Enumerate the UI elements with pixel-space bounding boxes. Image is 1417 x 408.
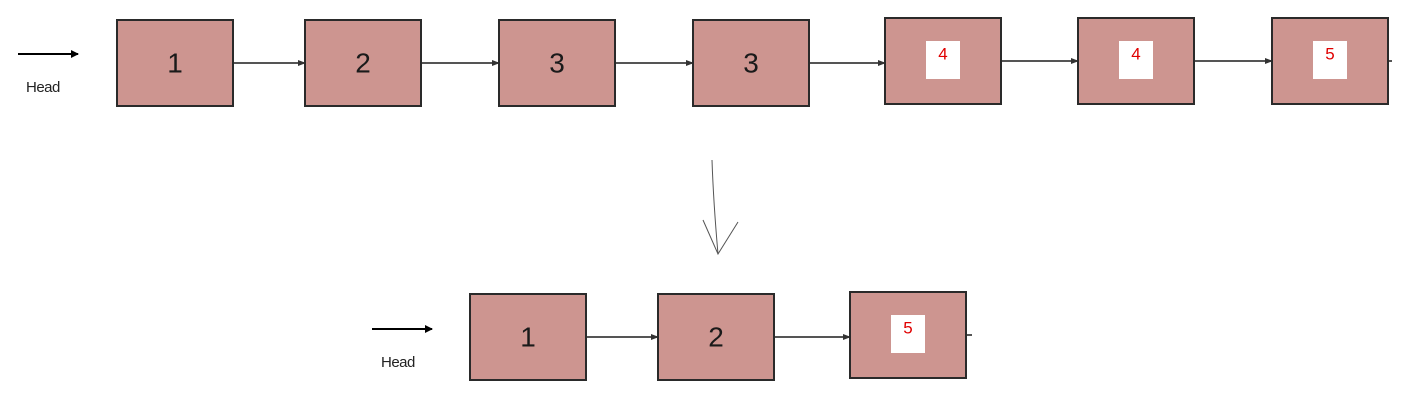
node-value: 1 [167,48,183,79]
node-value: 1 [520,322,536,353]
list-node: 1 [116,19,234,107]
list-node: 5 [1271,17,1389,105]
list-node: 4 [1077,17,1195,105]
node-value: 5 [903,319,912,338]
edited-label-background [1119,41,1153,79]
list-node: 2 [304,19,422,107]
node-box [469,293,587,381]
list-node: 2 [657,293,775,381]
head-label: Head [381,354,415,371]
edited-label-background [891,315,925,353]
before-head-pointer: Head [18,50,79,96]
head-label: Head [26,79,60,96]
before-list: 1 2 3 3 4 4 5 [116,17,1392,107]
list-node: 5 [849,291,967,379]
node-value: 2 [708,322,724,353]
node-value: 5 [1325,45,1334,64]
node-box [304,19,422,107]
edited-label-background [926,41,960,79]
after-list: 1 2 5 [469,291,972,381]
node-box [498,19,616,107]
node-value: 4 [1131,45,1140,64]
node-box [657,293,775,381]
node-box [116,19,234,107]
edited-label-background [1313,41,1347,79]
node-box [692,19,810,107]
node-value: 2 [355,48,371,79]
list-node: 1 [469,293,587,381]
node-value: 4 [938,45,947,64]
node-value: 3 [549,48,565,79]
after-head-pointer: Head [372,325,433,371]
node-value: 3 [743,48,759,79]
list-node: 3 [692,19,810,107]
hand-drawn-down-arrow-icon [702,159,739,256]
list-node: 4 [884,17,1002,105]
list-node: 3 [498,19,616,107]
